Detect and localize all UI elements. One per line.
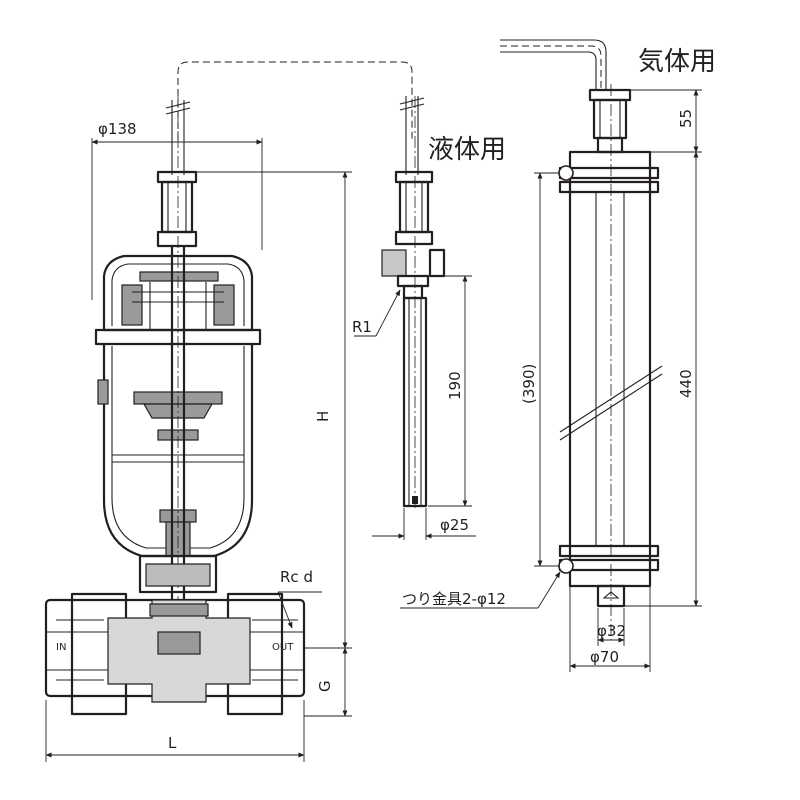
capillary-tube-path bbox=[177, 61, 413, 140]
port-out-label: OUT bbox=[272, 642, 294, 653]
port-in-label: IN bbox=[56, 642, 66, 653]
main-valve: IN OUT bbox=[44, 96, 306, 716]
liquid-sensor bbox=[381, 96, 446, 510]
diameter-32-label: φ32 bbox=[597, 622, 626, 640]
dim-l-label: L bbox=[168, 734, 177, 752]
dim-55-label: 55 bbox=[677, 109, 695, 128]
rc-d-label: Rc d bbox=[280, 568, 313, 586]
dim-440-label: 440 bbox=[677, 369, 695, 398]
diameter-25-label: φ25 bbox=[440, 516, 469, 534]
dim-390: (390) bbox=[520, 172, 560, 567]
dim-height-h: H bbox=[196, 171, 352, 649]
r1-label: R1 bbox=[352, 318, 372, 336]
dim-diameter-70: φ70 bbox=[569, 586, 651, 672]
dim-55: 55 bbox=[622, 89, 702, 153]
height-h-label: H bbox=[314, 411, 332, 422]
gas-sensor bbox=[500, 39, 663, 640]
liquid-use-title: 液体用 bbox=[428, 135, 506, 165]
dim-diameter-138: φ138 bbox=[91, 120, 263, 300]
dim-diameter-25: φ25 bbox=[372, 508, 476, 540]
lifting-fitting-callout: つり金具2-φ12 bbox=[400, 571, 561, 609]
dim-190-label: 190 bbox=[446, 371, 464, 400]
dim-190: 190 bbox=[428, 275, 472, 507]
diameter-138-label: φ138 bbox=[98, 120, 137, 138]
diameter-70-label: φ70 bbox=[590, 648, 619, 666]
dim-g-label: G bbox=[316, 680, 334, 692]
lifting-fitting-label: つり金具2-φ12 bbox=[402, 590, 506, 608]
dim-g: G bbox=[304, 647, 352, 717]
r1-callout: R1 bbox=[352, 289, 401, 337]
dim-440: 440 bbox=[624, 151, 702, 607]
dim-390-label: (390) bbox=[520, 364, 538, 404]
rc-d-callout: Rc d bbox=[277, 568, 322, 629]
gas-use-title: 気体用 bbox=[638, 47, 716, 77]
dim-diameter-32: φ32 bbox=[597, 608, 626, 646]
dim-l: L bbox=[45, 700, 305, 762]
